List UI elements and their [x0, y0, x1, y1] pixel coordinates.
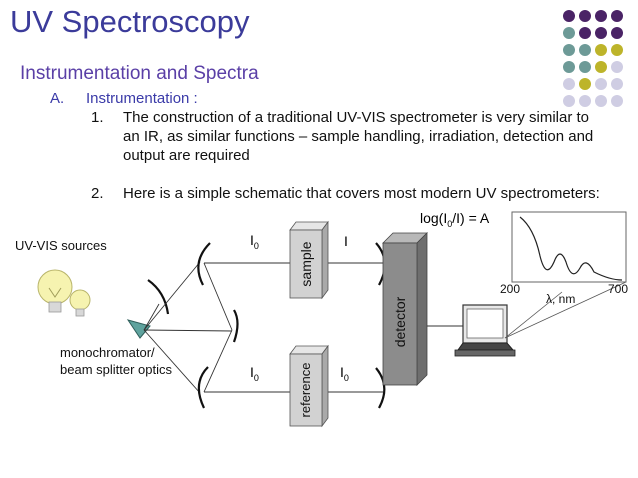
detector-label: detector: [392, 296, 408, 348]
monochromator-label: monochromator/: [60, 345, 155, 360]
decor-dot: [595, 78, 607, 90]
decor-dot: [595, 27, 607, 39]
decor-dot: [563, 10, 575, 22]
decor-dot: [579, 44, 591, 56]
decor-dot: [579, 95, 591, 107]
decor-dot: [563, 27, 575, 39]
list-item-number: 1.: [91, 109, 104, 126]
decor-dot: [563, 95, 575, 107]
i0-upper-label: I0: [250, 232, 259, 251]
section-heading: A. Instrumentation :: [50, 90, 198, 107]
absorbance-equation: log(I0/I) = A: [420, 210, 490, 229]
decor-dot: [611, 61, 623, 73]
decor-dot: [595, 44, 607, 56]
axis-max-label: 700: [608, 282, 629, 296]
spectrum-curve: [519, 216, 623, 281]
light-bulb-icon: [37, 269, 73, 313]
decor-dot: [563, 44, 575, 56]
decor-dot: [563, 78, 575, 90]
i-label: I: [344, 233, 348, 249]
list-item-1: 1. The construction of a traditional UV-…: [91, 108, 611, 168]
decor-dot: [563, 61, 575, 73]
reference-cuvette: [289, 344, 329, 428]
decor-dot: [611, 78, 623, 90]
list-item-2: 2. Here is a simple schematic that cover…: [91, 184, 611, 224]
decor-dot: [611, 10, 623, 22]
source-mirror: [147, 279, 170, 315]
slide-subtitle: Instrumentation and Spectra: [20, 63, 259, 84]
sample-label: sample: [298, 241, 314, 287]
light-bulb-small-icon: [69, 289, 91, 317]
reference-label: reference: [298, 362, 313, 418]
sources-label: UV-VIS sources: [15, 238, 107, 253]
laptop-icon: [454, 304, 516, 357]
i0-lower-label: I0: [250, 364, 259, 383]
decor-dot: [611, 44, 623, 56]
decor-dot: [579, 10, 591, 22]
axis-unit-label: λ, nm: [546, 292, 576, 306]
decor-dot: [579, 78, 591, 90]
beam-splitter-mirror: [232, 309, 239, 343]
prism-icon: [126, 319, 151, 339]
decor-dot: [595, 10, 607, 22]
section-text: Instrumentation :: [86, 90, 198, 107]
decor-dot: [595, 61, 607, 73]
list-item-number: 2.: [91, 185, 104, 202]
lower-focus-mirror: [375, 367, 386, 409]
beam-splitter-label: beam splitter optics: [60, 362, 172, 377]
sample-cuvette: [289, 220, 329, 300]
slide-title: UV Spectroscopy: [10, 4, 250, 39]
upper-split-mirror: [197, 242, 211, 286]
decor-dot: [611, 27, 623, 39]
detector-box: [382, 232, 428, 386]
list-item-text: The construction of a traditional UV-VIS…: [123, 109, 594, 164]
axis-min-label: 200: [500, 282, 521, 296]
decorative-dot-grid: [563, 10, 629, 120]
decor-dot: [611, 95, 623, 107]
i0-reference-out-label: I0: [340, 364, 349, 383]
decor-dot: [579, 61, 591, 73]
section-letter: A.: [50, 90, 65, 107]
list-item-text: Here is a simple schematic that covers m…: [123, 185, 600, 202]
lower-split-mirror: [197, 366, 209, 409]
light-beam-paths: [143, 261, 383, 394]
spectrum-plot-frame: [511, 211, 627, 283]
decor-dot: [579, 27, 591, 39]
decor-dot: [595, 95, 607, 107]
